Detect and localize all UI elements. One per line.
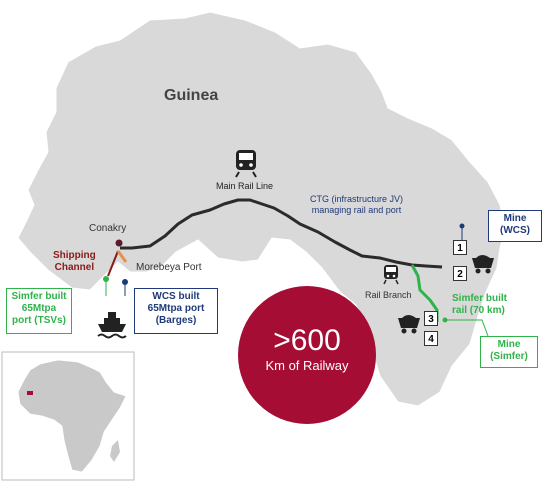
shipping-channel-branch (116, 250, 128, 263)
ship-icon (97, 312, 127, 339)
mine-cart-icon-simfer (398, 315, 420, 334)
train-icon (235, 150, 257, 178)
ctg-label: CTG (infrastructure JV) managing rail an… (310, 194, 403, 216)
branch-train-icon (383, 265, 399, 285)
number-box-3: 3 (424, 311, 438, 326)
mine-wcs-line-2: (WCS) (500, 225, 530, 236)
simfer-rail-label-line-1: Simfer built (452, 293, 508, 304)
wcs-port-line-1: WCS built (152, 291, 200, 302)
rail-branch-label: Rail Branch (365, 290, 412, 300)
africa-silhouette (17, 359, 127, 473)
wcs-port-line-2: 65Mtpa port (147, 303, 205, 314)
mine-cart-icon (472, 255, 494, 274)
shipping-label-line-2: Channel (54, 262, 95, 273)
mine-wcs-box: Mine (WCS) (488, 210, 542, 242)
railway-stat-caption: Km of Railway (265, 358, 349, 373)
mine-simfer-line-1: Mine (497, 339, 521, 350)
main-rail-line-label: Main Rail Line (216, 181, 274, 191)
simfer-port-line-1: Simfer built (11, 291, 67, 302)
mine-simfer-line-2: (Simfer) (490, 351, 528, 362)
simfer-rail-label: Simfer built rail (70 km) (452, 293, 507, 317)
simfer-mine-connector (445, 319, 489, 337)
inset-highlight (27, 391, 33, 395)
wcs-mine-dot (459, 223, 465, 229)
railway-stat-circle: >600 Km of Railway (238, 286, 376, 424)
ctg-label-line-2: managing rail and port (311, 205, 402, 215)
shipping-channel-label: Shipping Channel (53, 250, 96, 274)
ctg-label-line-1: CTG (infrastructure JV) (310, 194, 404, 204)
simfer-port-line-2: 65Mtpa (21, 303, 57, 314)
main-rail-line (120, 198, 443, 269)
number-box-1: 1 (453, 240, 467, 255)
wcs-port-box: WCS built 65Mtpa port (Barges) (134, 288, 218, 334)
simfer-port-line-3: port (TSVs) (12, 315, 66, 326)
mine-wcs-line-1: Mine (503, 213, 527, 224)
madagascar-silhouette (110, 440, 120, 462)
conakry-label: Conakry (89, 223, 127, 234)
shipping-label-line-1: Shipping (53, 250, 96, 261)
railway-stat-value: >600 (273, 324, 341, 357)
number-box-2: 2 (453, 266, 467, 281)
simfer-rail-label-line-2: rail (70 km) (452, 305, 505, 316)
shipping-channel-line (107, 250, 119, 277)
simfer-mine-dot (442, 317, 448, 323)
country-label: Guinea (164, 87, 219, 104)
simfer-port-box: Simfer built 65Mtpa port (TSVs) (6, 288, 72, 334)
number-box-4: 4 (424, 331, 438, 346)
conakry-dot (115, 239, 123, 247)
mine-simfer-box: Mine (Simfer) (480, 336, 538, 368)
wcs-port-line-3: (Barges) (155, 315, 197, 326)
morebeya-label: Morebeya Port (136, 262, 202, 273)
